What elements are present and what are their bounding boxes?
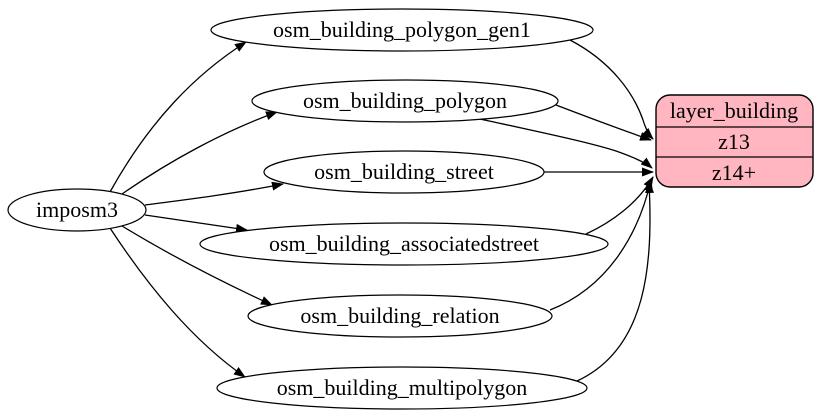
node-osm-building-multipolygon: osm_building_multipolygon — [216, 366, 588, 410]
edge-imposm3-to-osm-building-multipolygon — [109, 227, 246, 378]
edge-layer — [109, 39, 655, 382]
edge-osm-building-multipolygon-to-z14plus — [576, 181, 655, 382]
node-layer-building: layer_building z13 z14+ — [655, 94, 814, 188]
layer-building-row-z13: z13 — [718, 129, 750, 154]
edge-osm-building-relation-to-z14plus — [549, 179, 653, 311]
layer-building-box — [655, 94, 814, 188]
node-label: osm_building_street — [314, 159, 494, 184]
layer-building-title: layer_building — [670, 98, 798, 123]
node-imposm3-label: imposm3 — [36, 197, 118, 222]
edge-imposm3-to-osm-building-polygon-gen1 — [109, 41, 247, 193]
node-label: osm_building_polygon — [303, 88, 507, 113]
edge-imposm3-to-osm-building-relation — [121, 225, 273, 306]
node-osm-building-polygon: osm_building_polygon — [251, 79, 559, 123]
node-label: osm_building_relation — [300, 303, 499, 328]
layer-building-row-z14plus: z14+ — [712, 160, 756, 185]
node-imposm3: imposm3 — [7, 188, 147, 232]
node-osm-building-polygon-gen1: osm_building_polygon_gen1 — [210, 8, 594, 52]
node-osm-building-street: osm_building_street — [263, 150, 545, 194]
node-label: osm_building_multipolygon — [277, 375, 528, 400]
node-label: osm_building_associatedstreet — [269, 231, 539, 256]
node-osm-building-relation: osm_building_relation — [247, 294, 553, 338]
edge-imposm3-to-osm-building-polygon — [121, 111, 278, 195]
edge-osm-building-polygon-to-z13 — [555, 104, 652, 141]
node-osm-building-associatedstreet: osm_building_associatedstreet — [199, 222, 609, 266]
edge-imposm3-to-osm-building-street — [144, 181, 284, 206]
edge-imposm3-to-osm-building-associatedstreet — [144, 214, 248, 233]
node-label: osm_building_polygon_gen1 — [273, 17, 531, 42]
edge-osm-building-polygon-to-z14plus — [479, 118, 653, 169]
